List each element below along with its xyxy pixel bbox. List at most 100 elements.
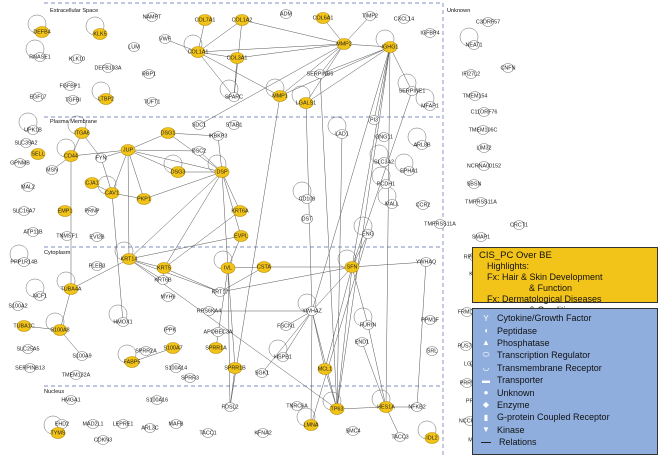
gene-node[interactable]: FABP5: [124, 356, 141, 368]
gene-node[interactable]: S100A16: [146, 395, 168, 405]
gene-node[interactable]: IPPK: [164, 325, 177, 335]
gene-node[interactable]: TP63: [329, 403, 345, 415]
gene-node[interactable]: TGFBI: [65, 95, 81, 105]
gene-node[interactable]: TIMP2: [362, 11, 378, 21]
gene-node[interactable]: EVPL: [233, 230, 249, 242]
gene-node[interactable]: PUS7L: [457, 341, 475, 351]
gene-node[interactable]: KRT5: [156, 262, 172, 274]
gene-node[interactable]: CD109: [299, 194, 316, 204]
gene-node[interactable]: SPRR3: [181, 373, 199, 383]
gene-node[interactable]: TUBA1C: [13, 320, 35, 332]
gene-node[interactable]: ITGA6: [74, 127, 90, 139]
gene-node[interactable]: CSTA: [256, 261, 271, 273]
gene-node[interactable]: TUBA4A: [61, 283, 82, 295]
gene-node[interactable]: TACC1: [199, 428, 217, 438]
gene-node[interactable]: DSG3: [171, 166, 186, 178]
gene-node[interactable]: TACC3: [391, 432, 409, 442]
gene-node[interactable]: MAD2L1: [83, 419, 104, 429]
gene-node[interactable]: DSG1: [161, 127, 176, 139]
gene-node[interactable]: SERPINB5: [307, 69, 334, 79]
gene-node[interactable]: C11ORF76: [471, 107, 498, 117]
gene-node[interactable]: IKBKP3: [209, 131, 228, 141]
gene-node[interactable]: MFAP1: [421, 101, 439, 111]
gene-node[interactable]: DEFB103A: [95, 63, 122, 73]
gene-node[interactable]: CCR2: [416, 200, 431, 210]
gene-node[interactable]: KLK10: [69, 54, 85, 64]
gene-node[interactable]: TMPRSS11A: [465, 197, 497, 207]
gene-node[interactable]: NFKB2: [408, 402, 426, 412]
gene-node[interactable]: SERPINB13: [15, 363, 45, 373]
gene-node[interactable]: DSC2: [192, 146, 206, 156]
gene-node[interactable]: MSN: [46, 165, 58, 175]
gene-node[interactable]: MALL: [385, 199, 399, 209]
gene-node[interactable]: NCRNA00152: [467, 161, 501, 171]
gene-node[interactable]: DSP: [214, 166, 230, 178]
gene-node[interactable]: TMEM132A: [62, 370, 91, 380]
gene-node[interactable]: SFN: [344, 261, 360, 273]
gene-node[interactable]: KFNA2: [254, 428, 272, 438]
gene-node[interactable]: SPRR1A: [205, 342, 227, 354]
gene-node[interactable]: KLK5: [92, 28, 108, 40]
gene-node[interactable]: SRL: [426, 346, 438, 356]
gene-node[interactable]: MAL2: [21, 182, 35, 192]
gene-node[interactable]: CRCT1: [510, 220, 528, 230]
gene-node[interactable]: CD44: [63, 150, 79, 162]
gene-node[interactable]: MMP1: [272, 90, 288, 102]
gene-node[interactable]: COL7A1: [195, 14, 216, 26]
gene-node[interactable]: COL3A1: [227, 52, 248, 64]
gene-node[interactable]: DST: [301, 214, 314, 224]
gene-node[interactable]: KRT14: [121, 253, 138, 265]
gene-node[interactable]: KRT6A: [231, 205, 249, 217]
gene-node[interactable]: GNG11: [375, 132, 393, 142]
gene-node[interactable]: NEAT1: [466, 40, 483, 50]
gene-node[interactable]: TMEM106C: [469, 125, 498, 135]
gene-node[interactable]: HMGA1: [61, 395, 81, 405]
gene-node[interactable]: ADM: [280, 9, 292, 19]
gene-node[interactable]: IDL2: [424, 432, 440, 444]
gene-node[interactable]: CJA1: [84, 177, 100, 189]
gene-node[interactable]: SLC25A5: [16, 344, 40, 354]
gene-node[interactable]: TNMSF1: [56, 231, 78, 241]
gene-node[interactable]: TYMS: [51, 427, 66, 439]
gene-node[interactable]: EVI2B: [89, 232, 105, 242]
gene-node[interactable]: LAD1: [335, 129, 349, 139]
gene-node[interactable]: MCL1: [317, 363, 333, 375]
gene-node[interactable]: FYN: [95, 153, 107, 163]
gene-node[interactable]: IGFBP4: [420, 28, 440, 38]
gene-node[interactable]: RNASE1: [29, 52, 51, 62]
gene-node[interactable]: CAV1: [104, 187, 120, 199]
gene-node[interactable]: TNRC6A: [286, 401, 308, 411]
gene-node[interactable]: PI3: [368, 115, 380, 125]
gene-node[interactable]: LIM32: [477, 143, 492, 153]
gene-node[interactable]: DEFB4: [33, 26, 51, 38]
gene-node[interactable]: COL1A2: [232, 14, 253, 26]
gene-node[interactable]: SDC1: [192, 120, 206, 130]
gene-node[interactable]: TUFT1: [144, 97, 161, 107]
gene-node[interactable]: EMP1: [58, 205, 73, 217]
gene-node[interactable]: COL6A1: [313, 12, 334, 24]
gene-node[interactable]: SLC39A2: [14, 138, 38, 148]
gene-node[interactable]: ARL3C: [141, 423, 159, 433]
gene-node[interactable]: CDKN3: [94, 435, 112, 445]
gene-node[interactable]: FOSL2: [221, 402, 239, 412]
gene-node[interactable]: C3ORF57: [476, 17, 500, 27]
gene-node[interactable]: ENG: [362, 229, 374, 239]
gene-node[interactable]: LMNA: [304, 419, 319, 431]
gene-node[interactable]: PRNP: [85, 206, 100, 216]
gene-node[interactable]: SPARC: [225, 92, 243, 102]
gene-node[interactable]: SGK1: [255, 368, 269, 378]
gene-node[interactable]: HMOX1: [113, 317, 133, 327]
gene-node[interactable]: TMEM154: [463, 91, 488, 101]
gene-node[interactable]: TMPRSS11A: [424, 219, 456, 229]
gene-node[interactable]: LTBP2: [98, 93, 114, 105]
gene-node[interactable]: LUM: [128, 42, 140, 52]
gene-node[interactable]: IFI27L2: [462, 69, 480, 79]
gene-node[interactable]: PCDH1: [377, 179, 395, 189]
gene-node[interactable]: PPM1F: [421, 315, 440, 325]
gene-node[interactable]: ATP11B: [23, 227, 43, 237]
gene-node[interactable]: S100A7: [163, 342, 183, 354]
gene-node[interactable]: ARL8B: [413, 140, 431, 150]
gene-node[interactable]: SMC4: [346, 426, 361, 436]
gene-node[interactable]: MAFB: [169, 419, 184, 429]
gene-node[interactable]: LGALS1: [296, 97, 316, 109]
